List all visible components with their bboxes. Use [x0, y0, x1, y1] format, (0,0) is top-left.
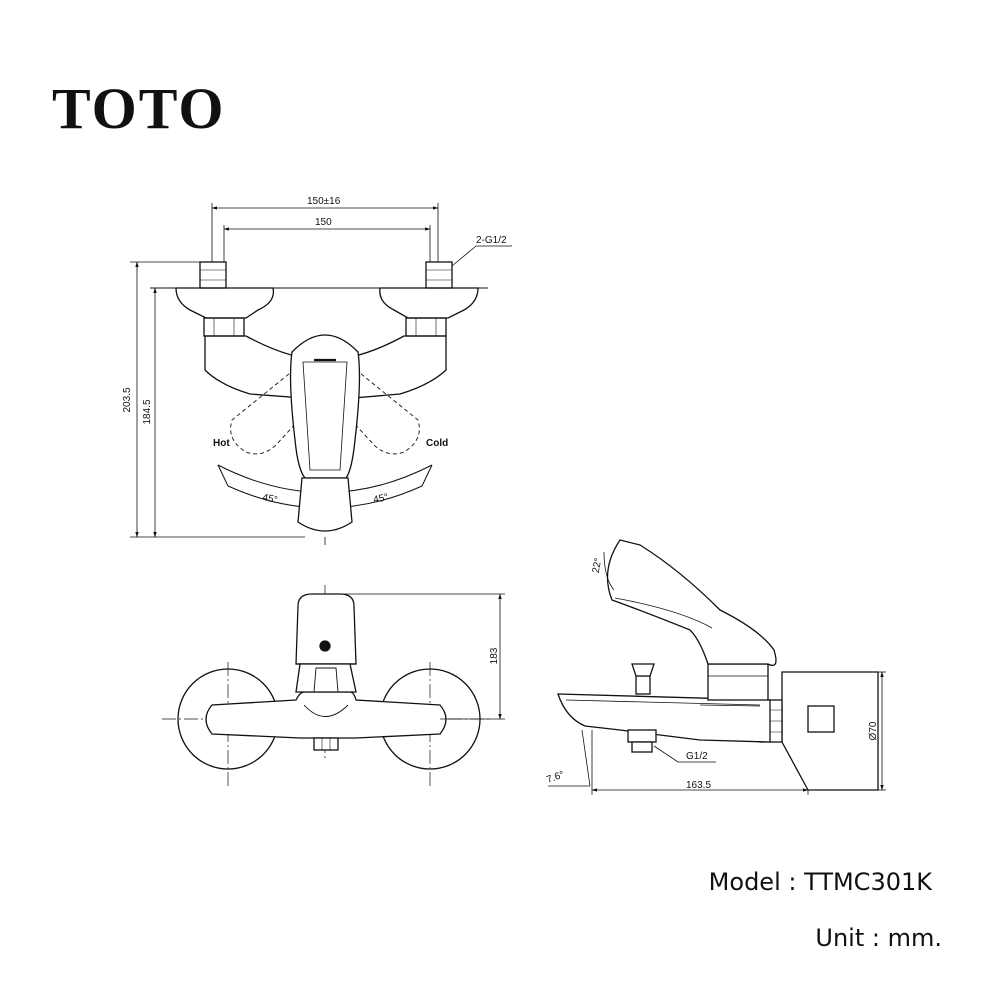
model-separator: : — [780, 868, 805, 896]
front-view — [130, 203, 512, 545]
model-value: TTMC301K — [804, 868, 932, 896]
height-body-label: 184.5 — [142, 399, 153, 424]
height-total-label: 203.5 — [122, 387, 133, 412]
unit-separator: : — [864, 924, 888, 952]
side-thread-label: G1/2 — [686, 751, 708, 762]
hot-label: Hot — [213, 438, 230, 449]
angle-right-label: 45° — [372, 492, 389, 506]
cold-label: Cold — [426, 438, 448, 449]
model-info: Model : TTMC301K — [709, 868, 932, 896]
angle-spout-label: 7.6° — [545, 769, 566, 785]
dim-top-label: 150±16 — [307, 196, 341, 207]
angle-left-label: 45° — [261, 492, 278, 506]
bottom-view — [162, 585, 505, 786]
bottom-height-label: 183 — [489, 647, 500, 664]
side-view — [548, 539, 886, 795]
unit-label: Unit — [815, 924, 865, 952]
angle-top-label: 22° — [591, 557, 604, 574]
dim-inner-label: 150 — [315, 217, 332, 228]
thread-label: 2-G1/2 — [476, 235, 507, 246]
unit-info: Unit : mm. — [815, 924, 942, 952]
diameter-label: Ø70 — [868, 721, 879, 740]
depth-label: 163.5 — [686, 780, 711, 791]
toto-logo: TOTO — [52, 76, 226, 141]
model-label: Model — [708, 868, 781, 896]
unit-value: mm. — [887, 924, 942, 952]
